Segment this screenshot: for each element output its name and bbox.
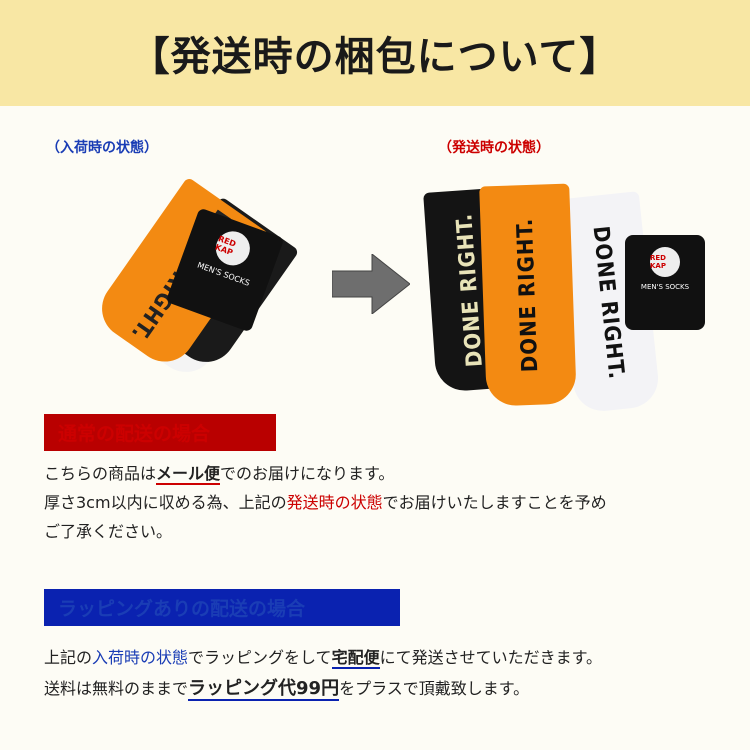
wrapping-fee-emphasis: ラッピング代99円 — [188, 678, 340, 701]
package-label: RED KAP MEN'S SOCKS — [625, 235, 705, 330]
caption-arrival-state: （入荷時の状態） — [46, 140, 158, 156]
arrival-state-emphasis: 入荷時の状態 — [92, 648, 189, 667]
text-line: ご了承ください。 — [44, 522, 173, 541]
caption-shipping-state: （発送時の状態） — [438, 140, 550, 156]
normal-shipping-heading: 通常の配送の場合 — [44, 414, 276, 451]
header-banner: 【発送時の梱包について】 — [0, 0, 750, 106]
photo-packaged-socks: DONE RIGHT. RED KAP MEN'S SOCKS — [60, 176, 320, 384]
shipping-state-emphasis: 発送時の状態 — [286, 493, 383, 512]
text-line: 送料は無料のままでラッピング代99円をプラスで頂戴致します。 — [44, 678, 530, 701]
normal-shipping-text: こちらの商品はメール便でのお届けになります。 厚さ3cm以内に収める為、上記の発… — [44, 459, 607, 546]
text-line: こちらの商品はメール便でのお届けになります。 — [44, 464, 395, 485]
courier-emphasis: 宅配便 — [331, 648, 380, 669]
arrow-right-icon — [332, 254, 410, 314]
page-title: 【発送時の梱包について】 — [129, 34, 621, 80]
text-line: 厚さ3cm以内に収める為、上記の発送時の状態でお届けいたしますことを予め — [44, 493, 607, 512]
mail-delivery-emphasis: メール便 — [156, 464, 221, 485]
text-line: 上記の入荷時の状態でラッピングをして宅配便にて発送させていただきます。 — [44, 648, 602, 669]
photo-unpacked-socks: DONE RIGHT. DONE RIGHT. DONE RIGHT. RED … — [423, 180, 725, 415]
wrapping-shipping-heading: ラッピングありの配送の場合 — [44, 589, 400, 626]
brand-logo: RED KAP — [211, 226, 255, 271]
wrapping-shipping-text: 上記の入荷時の状態でラッピングをして宅配便にて発送させていただきます。 送料は無… — [44, 642, 602, 704]
sock-orange: DONE RIGHT. — [479, 183, 577, 407]
brand-logo: RED KAP — [650, 247, 680, 277]
